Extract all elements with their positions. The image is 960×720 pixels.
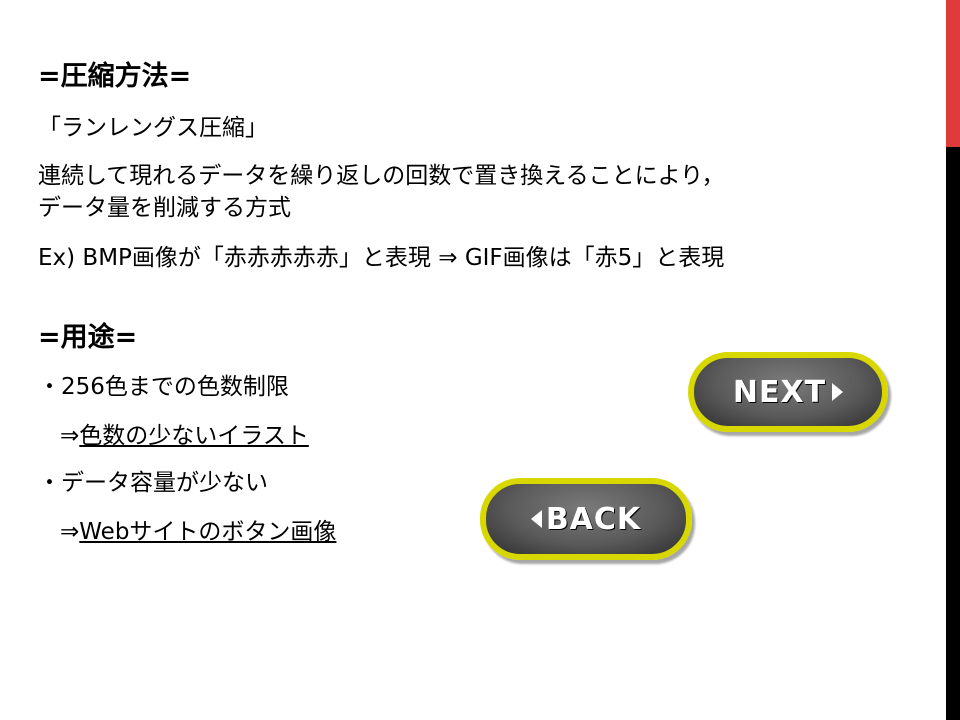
web-button-image-link[interactable]: Webサイトのボタン画像	[79, 519, 337, 545]
triangle-left-icon	[530, 510, 542, 528]
usage-item-small-size: ・データ容量が少ない	[38, 470, 268, 496]
back-button[interactable]: BACK	[480, 478, 692, 560]
next-button-label: NEXT	[732, 374, 827, 410]
right-accent-bar	[946, 0, 960, 720]
usage-item-color-limit: ・256色までの色数制限	[38, 374, 289, 400]
compression-description-line1: 連続して現れるデータを繰り返しの回数で置き換えることにより，	[38, 163, 725, 189]
right-accent-bar-black	[946, 147, 960, 720]
compression-example: Ex) BMP画像が「赤赤赤赤赤」と表現 ⇒ GIF画像は「赤5」と表現	[38, 245, 725, 271]
arrow-symbol: ⇒	[60, 423, 80, 449]
usage-heading: =用途=	[38, 322, 138, 353]
back-button-label: BACK	[545, 501, 642, 537]
next-button[interactable]: NEXT	[688, 352, 888, 432]
illustration-link[interactable]: 色数の少ないイラスト	[79, 423, 309, 449]
compression-heading: =圧縮方法=	[38, 61, 192, 92]
compression-method-name: 「ランレングス圧縮」	[38, 115, 268, 141]
triangle-right-icon	[832, 383, 844, 401]
arrow-symbol: ⇒	[60, 519, 80, 545]
usage-item-small-size-result: ⇒Webサイトのボタン画像	[60, 519, 336, 545]
right-accent-bar-red	[946, 0, 960, 147]
usage-item-color-limit-result: ⇒色数の少ないイラスト	[60, 423, 309, 449]
compression-description-line2: データ量を削減する方式	[38, 195, 291, 221]
